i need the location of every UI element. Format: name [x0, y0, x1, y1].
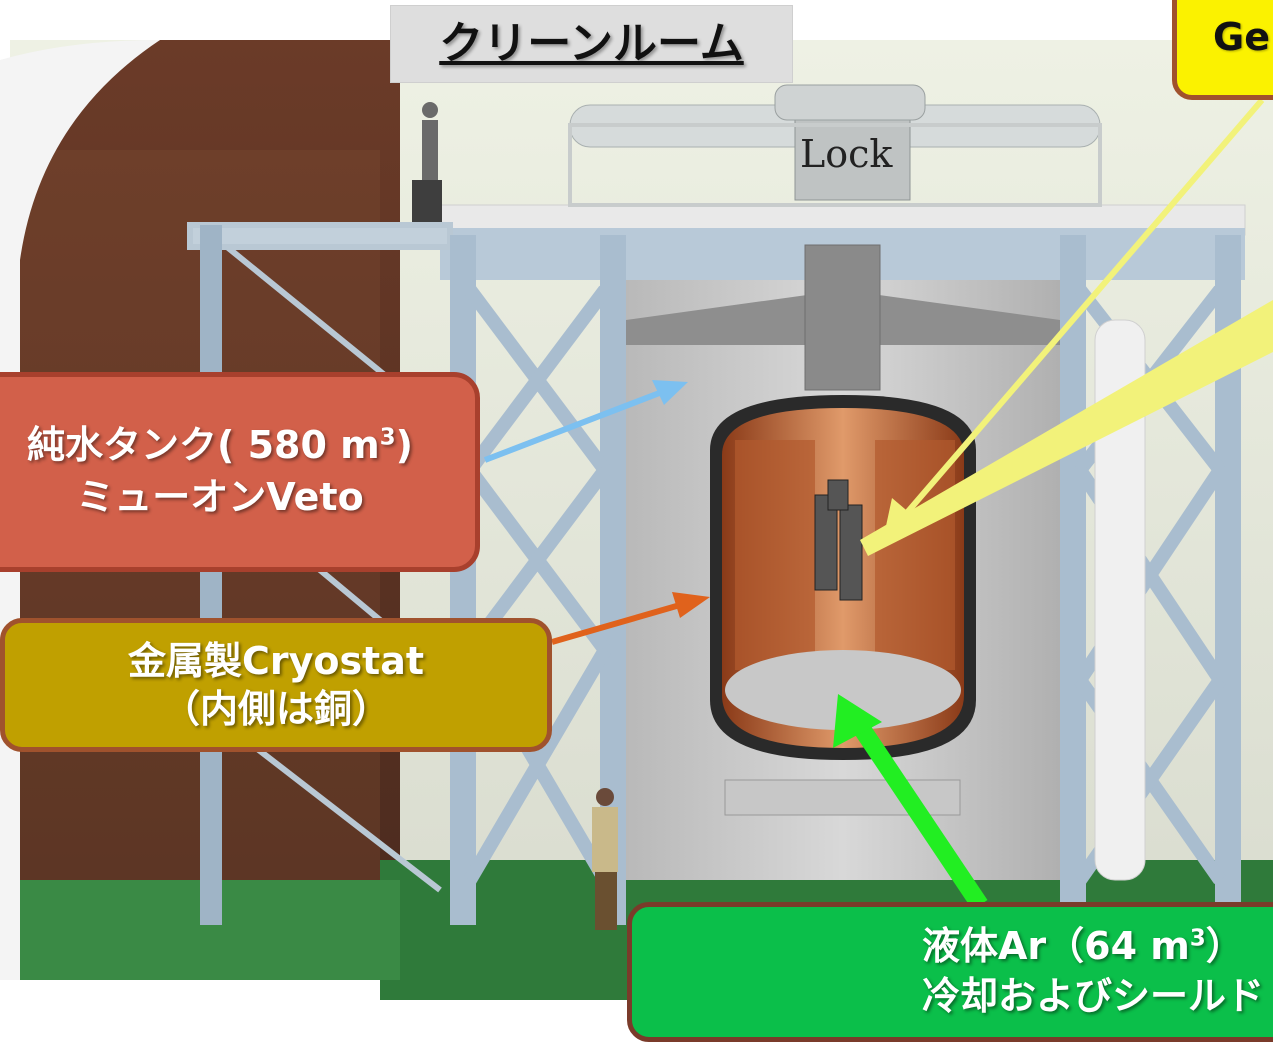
argon-line2: 冷却およびシールド — [922, 974, 1265, 1018]
cave-edge — [0, 40, 160, 980]
title-label: クリーンルーム — [390, 5, 793, 83]
cryostat-line1: 金属製Cryostat — [127, 639, 425, 683]
arrow-green-head — [833, 694, 882, 748]
callout-ge-detector: Ge — [1172, 0, 1273, 100]
left-column — [200, 225, 222, 925]
water-tank-suffix: ) — [395, 423, 413, 467]
frame-column-1 — [450, 235, 476, 925]
lock-label: Lock — [800, 132, 893, 176]
title-text: クリーンルーム — [439, 18, 744, 69]
arrow-green — [852, 720, 988, 911]
water-tank-line1: 純水タンク( 580 m3) — [0, 419, 475, 471]
person-lower — [592, 788, 618, 930]
tank-neck — [804, 244, 881, 391]
callout-liquid-argon: 液体Ar（64 m3） 冷却およびシールド — [627, 902, 1273, 1042]
argon-line1: 液体Ar（64 m3） — [922, 921, 1273, 971]
arrow-yellow-1 — [902, 98, 1265, 517]
argon-text: 液体Ar（64 m — [922, 924, 1190, 968]
arrow-orange — [551, 602, 681, 645]
lock-top — [774, 84, 926, 121]
copper-blocks-left — [735, 440, 815, 670]
argon-suffix: ） — [1205, 924, 1244, 968]
water-tank-superscript: 3 — [379, 424, 396, 451]
cryostat-line2: （内側は銅） — [161, 687, 390, 731]
deck-railing — [568, 123, 1102, 207]
arrow-blue-head — [652, 380, 688, 405]
ge-line1: Ge — [1213, 15, 1270, 59]
arrow-orange-head — [672, 592, 710, 618]
white-pipe — [1094, 319, 1146, 881]
water-tank-line2: ミューオンVeto — [76, 475, 364, 519]
water-tank-text: 純水タンク( 580 m — [27, 423, 380, 467]
arrow-yellow-2 — [860, 300, 1273, 556]
detector-array — [814, 479, 863, 601]
person-upper — [412, 102, 442, 222]
frame-column-3 — [1060, 235, 1086, 925]
arrow-blue — [483, 389, 664, 463]
callout-water-tank: 純水タンク( 580 m3) ミューオンVeto — [0, 372, 480, 572]
argon-superscript: 3 — [1189, 925, 1206, 952]
callout-cryostat: 金属製Cryostat （内側は銅） — [0, 618, 552, 752]
argon-surface — [725, 650, 961, 730]
lock-body — [794, 114, 911, 201]
copper-blocks-right — [875, 440, 955, 670]
